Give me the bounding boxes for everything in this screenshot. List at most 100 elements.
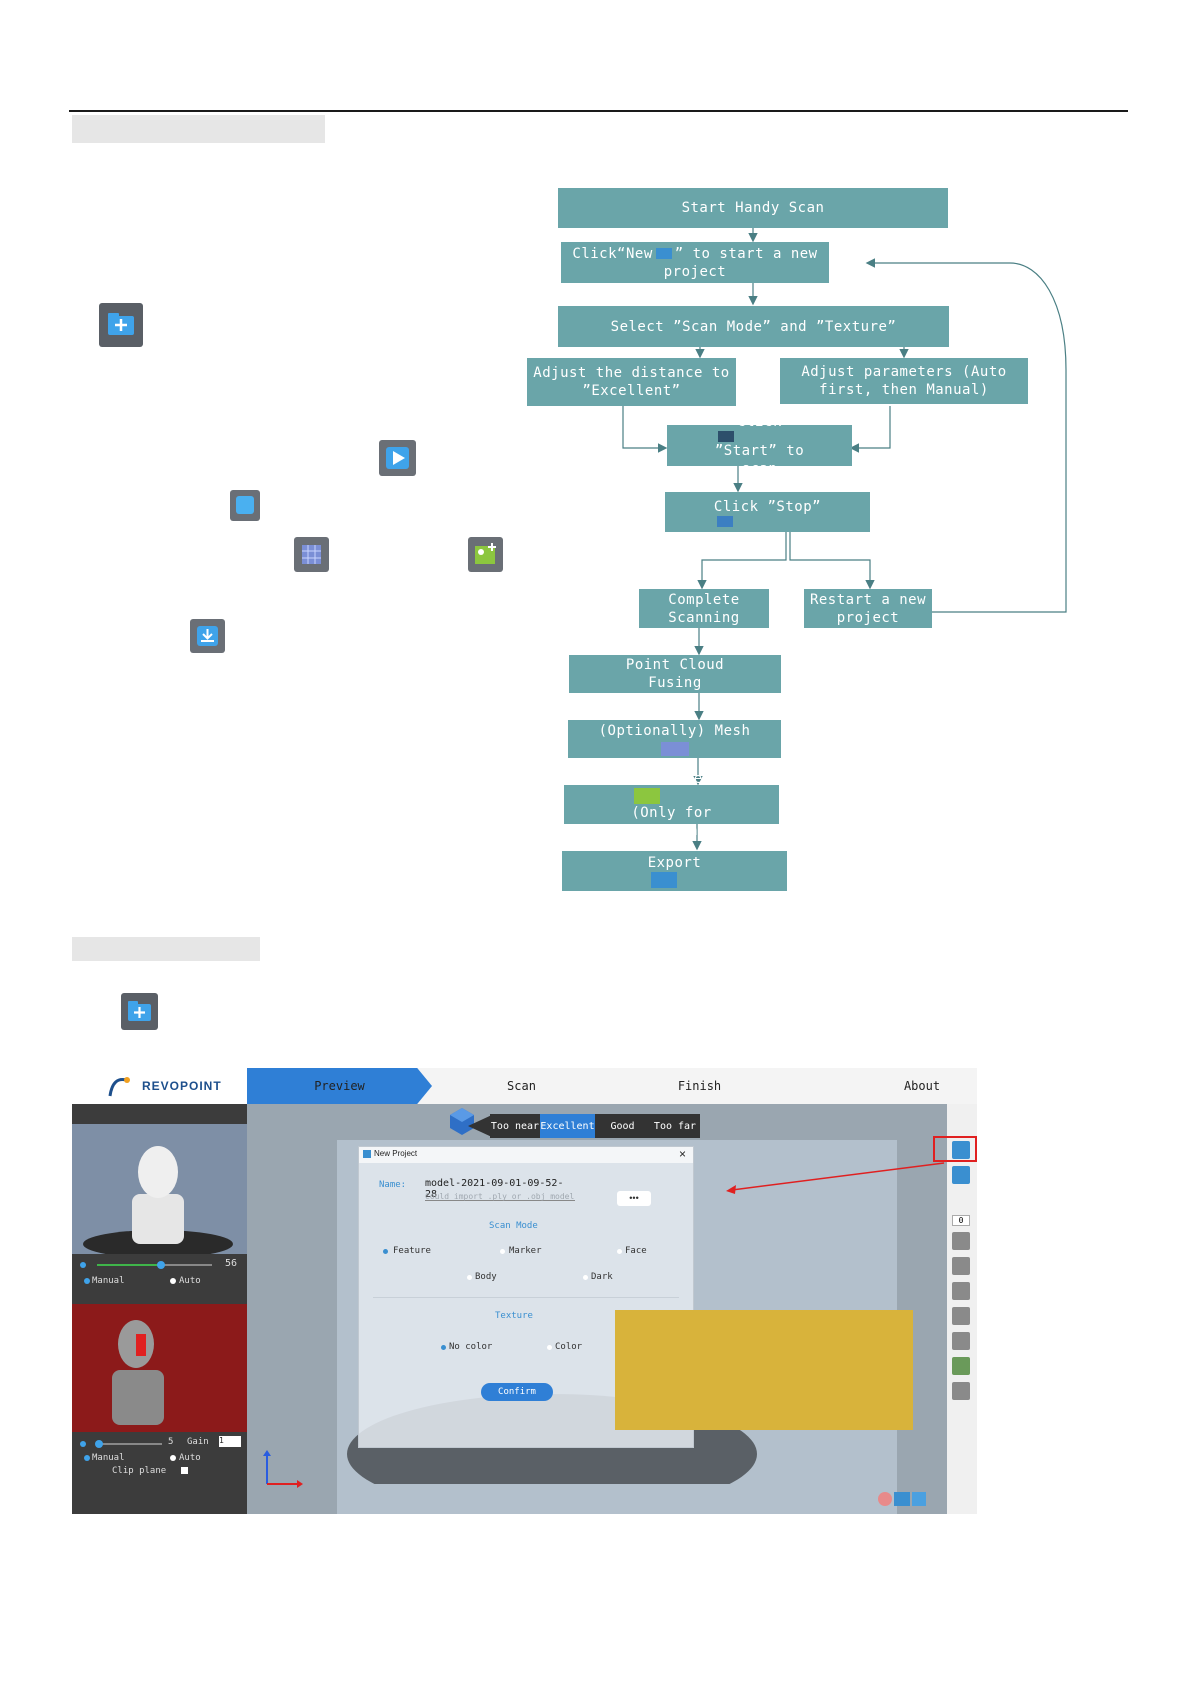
radio-dot [84,1455,90,1461]
texture-color[interactable]: Color [555,1342,583,1352]
texture-label: Texture [495,1311,533,1321]
radio-dot [170,1455,176,1461]
rgb-value: 5 [168,1437,174,1447]
depth-manual-radio[interactable]: Manual [92,1276,125,1286]
export-icon-mini [650,872,677,888]
undo-button[interactable] [952,1282,970,1300]
close-icon[interactable]: × [679,1147,687,1161]
tab-scan[interactable]: Scan [507,1079,536,1093]
highlight-box [615,1310,913,1430]
rgb-controls: 5 Gain 1 Manual Auto Clip plane [72,1432,247,1478]
mesh-icon-mini [660,742,689,756]
radio-dot [547,1345,552,1350]
rgb-auto-radio[interactable]: Auto [179,1453,201,1463]
rgb-preview [72,1304,247,1432]
start-scan-button[interactable] [952,1232,970,1250]
export-icon [190,619,225,653]
name-label: Name: [379,1180,407,1190]
flow-mesh: (Optionally) Mesh [568,720,781,758]
distance-too-near: Too near [490,1114,540,1138]
distance-arrow-icon [468,1114,494,1138]
radio-dot [441,1345,446,1350]
delete-button[interactable] [952,1307,970,1325]
new-folder-icon [99,303,143,347]
divider [373,1297,679,1298]
texture-icon [468,537,503,572]
mode-dark[interactable]: Dark [591,1272,613,1282]
tab-finish[interactable]: Finish [677,1079,722,1093]
confirm-button[interactable]: Confirm [481,1383,553,1401]
flow-texture: Texture(Only for Color Scans) [564,771,779,839]
flow-adjust-distance: Adjust the distance to”Excellent” [527,358,736,406]
rgb-manual-radio[interactable]: Manual [92,1453,125,1463]
app-logo: REVOPOINT [72,1068,247,1104]
monitor-icon [894,1492,910,1506]
home-icon [912,1492,926,1506]
depth-auto-radio[interactable]: Auto [179,1276,201,1286]
tab-about[interactable]: About [903,1079,941,1093]
radio-dot [383,1249,388,1254]
stop-icon [230,490,260,521]
open-project-button[interactable] [952,1166,970,1184]
texture-no-color[interactable]: No color [449,1342,493,1352]
radio-dot [84,1278,90,1284]
axis-gizmo-icon [263,1450,303,1488]
radio-dot [617,1249,622,1254]
mesh-button[interactable] [952,1332,970,1350]
brand-name: REVOPOINT [142,1079,222,1093]
mode-face[interactable]: Face [625,1246,647,1256]
mode-feature[interactable]: Feature [393,1246,431,1256]
dialog-title: New Project [374,1149,418,1158]
flow-click-start: Click”Start” to scan [667,414,852,477]
texture-button[interactable] [952,1357,970,1375]
scan-mode-label: Scan Mode [489,1221,538,1231]
app-icon [363,1150,371,1158]
distance-too-far: Too far [650,1114,700,1138]
view-cube-icon[interactable] [448,1106,476,1136]
app-screenshot: REVOPOINT Preview Scan Finish About 56 M… [72,1068,977,1514]
depth-slider[interactable] [77,1258,217,1272]
tab-preview[interactable]: Preview [247,1068,432,1104]
play-icon [379,440,416,476]
name-input[interactable]: model-2021-09-01-09-52-28 [425,1178,575,1201]
distance-excellent: Excellent [540,1114,595,1138]
new-folder-icon-mini [655,248,672,259]
new-project-button[interactable] [952,1141,970,1159]
clip-plane-label: Clip plane [112,1466,167,1476]
lock-icon [878,1492,892,1506]
mesh-icon [294,537,329,572]
stop-icon-mini [716,515,733,527]
mode-body[interactable]: Body [475,1272,497,1282]
depth-value: 56 [225,1258,238,1269]
play-icon-mini [717,431,734,442]
frame-counter: 0 [952,1215,970,1226]
flow-start: Start Handy Scan [558,188,948,228]
section-heading-bar-2 [72,937,260,961]
header-rule [69,110,1128,112]
rgb-slider[interactable] [77,1437,167,1451]
gain-input[interactable]: 1 [219,1436,241,1447]
flow-export: Export [562,851,787,891]
export-button[interactable] [952,1382,970,1400]
radio-dot [500,1249,505,1254]
dialog-titlebar [359,1147,693,1163]
flowchart-connectors [622,228,1067,851]
flow-click-stop: Click ”Stop” [665,492,870,532]
revopoint-logo-icon [108,1077,130,1097]
callout-highlight [933,1136,977,1162]
clip-plane-checkbox[interactable] [181,1467,188,1474]
stop-scan-button[interactable] [952,1257,970,1275]
texture-icon-mini [634,787,661,804]
radio-dot [170,1278,176,1284]
depth-preview [72,1124,247,1258]
browse-button[interactable]: ••• [617,1191,651,1206]
mode-marker[interactable]: Marker [509,1246,542,1256]
radio-dot [583,1275,588,1280]
callout-arrow [726,1162,945,1194]
right-toolbar: 0 [933,1104,977,1514]
flow-select-mode: Select ”Scan Mode” and ”Texture” [558,306,949,347]
